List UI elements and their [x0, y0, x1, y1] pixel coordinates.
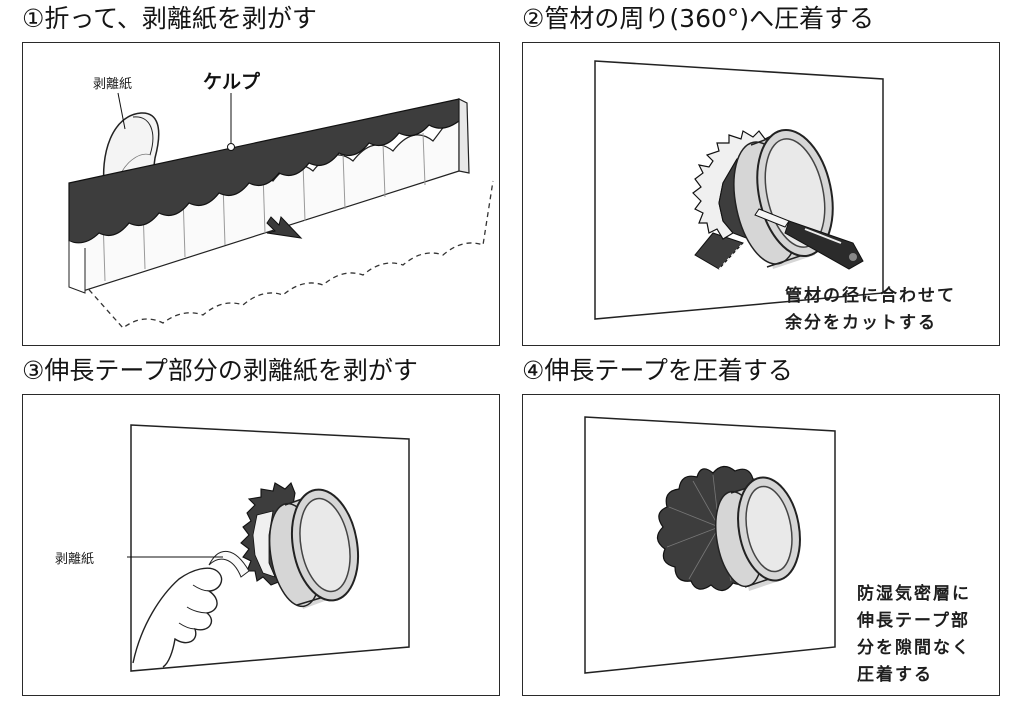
step4-panel: 防湿気密層に 伸長テープ部 分を隙間なく 圧着する — [522, 394, 1000, 696]
tape-outline-dashed — [82, 180, 494, 329]
release-paper-strip — [208, 550, 250, 578]
pipe — [715, 476, 801, 591]
step2-title: ②管材の周り(360°)へ圧着する — [522, 4, 875, 33]
step2-caption-line: 余分をカットする — [785, 313, 937, 333]
pipe — [268, 488, 359, 609]
step4-caption-line: 圧着する — [857, 665, 933, 685]
tape-end-fin — [458, 98, 470, 174]
arrow-icon — [266, 215, 303, 239]
kelp-label: ケルプ — [203, 71, 261, 93]
step3-release-paper-label: 剥離紙 — [55, 552, 95, 567]
step4-caption: 防湿気密層に 伸長テープ部 分を隙間なく 圧着する — [857, 581, 971, 689]
step4-caption-line: 防湿気密層に — [857, 584, 971, 604]
hand-icon — [132, 567, 223, 668]
step3-panel: 剥離紙 — [22, 394, 500, 696]
step3-illustration — [127, 424, 410, 672]
step2-illustration — [594, 60, 884, 320]
step4-title: ④伸長テープを圧着する — [522, 356, 793, 385]
step1-release-paper-label: 剥離紙 — [93, 77, 133, 92]
step2-caption: 管材の径に合わせて 余分をカットする — [785, 283, 956, 337]
step1-panel: 剥離紙 ケルプ — [22, 42, 500, 346]
step4-illustration — [584, 416, 836, 674]
step4-caption-line: 分を隙間なく — [857, 638, 971, 658]
release-paper-leader — [117, 92, 126, 130]
step3-title: ③伸長テープ部分の剥離紙を剥がす — [22, 356, 418, 385]
step2-caption-line: 管材の径に合わせて — [785, 286, 956, 306]
cutter-icon — [754, 208, 864, 270]
step1-illustration — [68, 92, 494, 329]
step4-caption-line: 伸長テープ部 — [857, 611, 970, 631]
step2-panel: 管材の径に合わせて 余分をカットする — [522, 42, 1000, 346]
kelp-strip — [68, 98, 460, 244]
step1-title: ①折って、剥離紙を剥がす — [22, 4, 317, 33]
